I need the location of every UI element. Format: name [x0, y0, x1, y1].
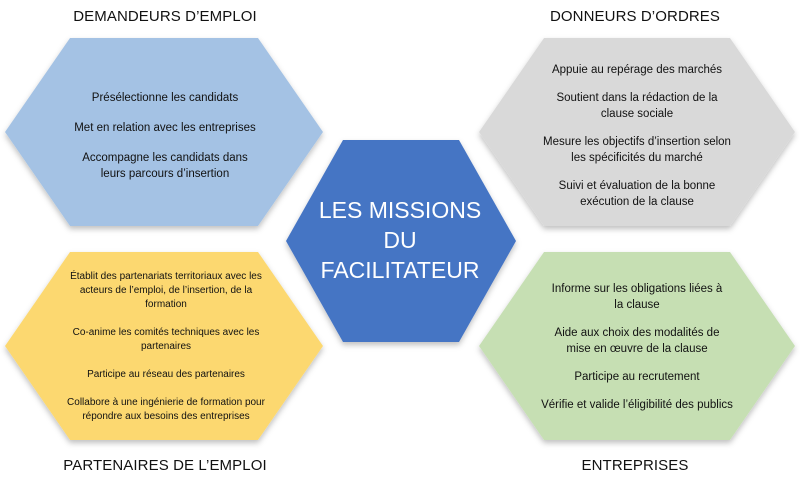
list-item: Co-anime les comités techniques avec les… — [72, 327, 260, 352]
entreprises-list: Informe sur les obligations liées à la c… — [532, 272, 742, 422]
center-line: LES MISSIONS — [318, 197, 482, 223]
list-item: Établit des partenariats territoriaux av… — [70, 271, 262, 310]
partenaires-list: Établit des partenariats territoriaux av… — [60, 262, 272, 432]
list-item: Soutient dans la rédaction de la clause … — [556, 92, 718, 120]
list-item: Participe au recrutement — [574, 371, 700, 383]
demandeurs-title: DEMANDEURS D’EMPLOI — [73, 8, 257, 25]
list-item: Vérifie et valide l’éligibilité des publ… — [541, 399, 733, 411]
demandeurs-hexagon — [5, 38, 323, 226]
center-hexagon — [286, 140, 516, 342]
center-line: FACILITATEUR — [320, 257, 480, 283]
list-item: Met en relation avec les entreprises — [74, 122, 256, 134]
donneurs-title: DONNEURS D’ORDRES — [549, 8, 721, 25]
list-item: Présélectionne les candidats — [91, 92, 239, 104]
donneurs-hexagon — [479, 38, 795, 226]
entreprises-title: ENTREPRISES — [581, 457, 689, 474]
list-item: Participe au réseau des partenaires — [87, 369, 245, 380]
list-item: Accompagne les candidats dans leurs parc… — [82, 152, 248, 180]
center-line: DU — [383, 227, 417, 253]
list-item: Informe sur les obligations liées à la c… — [551, 283, 723, 311]
list-item: Aide aux choix des modalités de mise en … — [554, 327, 720, 355]
list-item: Suivi et évaluation de la bonne exécutio… — [558, 180, 716, 208]
list-item: Appuie au repérage des marchés — [551, 64, 723, 76]
demandeurs-list: Présélectionne les candidats Met en rela… — [60, 82, 270, 190]
center-title: LES MISSIONS DU FACILITATEUR — [300, 185, 500, 295]
partenaires-hexagon — [5, 252, 323, 440]
entreprises-hexagon — [479, 252, 795, 440]
partenaires-title: PARTENAIRES DE L’EMPLOI — [63, 457, 267, 474]
list-item: Mesure les objectifs d’insertion selon l… — [543, 136, 731, 164]
list-item: Collabore à une ingénierie de formation … — [67, 397, 265, 422]
donneurs-list: Appuie au repérage des marchés Soutient … — [532, 56, 742, 216]
